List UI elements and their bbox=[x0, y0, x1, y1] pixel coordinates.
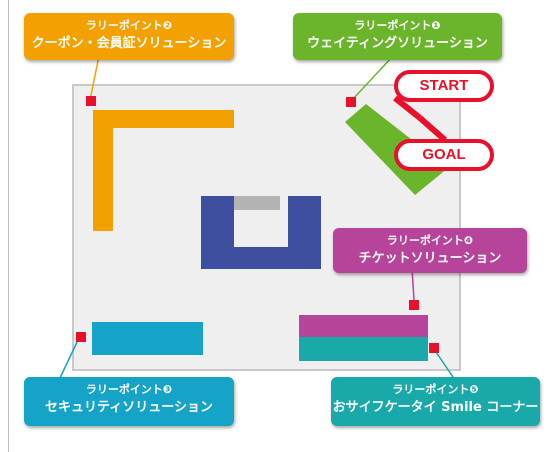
callout-line-p5 bbox=[435, 351, 456, 381]
callout-line-p1 bbox=[351, 55, 394, 101]
booth-teal bbox=[299, 337, 428, 361]
rally-point-3-label: ラリーポイント❸ セキュリティソリューション bbox=[24, 377, 234, 426]
rally-point-4-name: チケットソリューション bbox=[358, 251, 502, 266]
rally-point-2-title: ラリーポイント❷ bbox=[85, 19, 173, 32]
rally-point-5-name: おサイフケータイ Smile コーナー bbox=[332, 400, 539, 415]
rally-point-4-title: ラリーポイント❹ bbox=[386, 234, 474, 247]
rally-point-3-title: ラリーポイント❸ bbox=[85, 383, 173, 396]
rally-point-4-label: ラリーポイント❹ チケットソリューション bbox=[333, 228, 527, 273]
rally-marker-p5 bbox=[429, 343, 439, 353]
rally-marker-p4 bbox=[409, 300, 419, 310]
callout-line-p3 bbox=[59, 339, 79, 379]
start-label: START bbox=[394, 70, 494, 102]
rally-point-1-title: ラリーポイント❶ bbox=[354, 19, 441, 32]
booth-navy-bottom bbox=[201, 247, 321, 269]
rally-marker-p1 bbox=[346, 97, 356, 107]
callout-line-p4 bbox=[411, 267, 415, 301]
rally-point-2-label: ラリーポイント❷ クーポン・会員証ソリューション bbox=[24, 13, 234, 60]
booth-purple bbox=[299, 315, 428, 337]
booth-grey-counter bbox=[234, 196, 280, 210]
goal-connector bbox=[418, 115, 447, 143]
rally-marker-p2 bbox=[86, 96, 96, 106]
callout-line-p2 bbox=[89, 55, 100, 101]
goal-label: GOAL bbox=[394, 139, 494, 171]
booth-orange-horizontal bbox=[93, 110, 234, 128]
rally-point-2-name: クーポン・会員証ソリューション bbox=[31, 36, 227, 51]
booth-cyan bbox=[92, 322, 203, 355]
rally-point-1-name: ウェイティングソリューション bbox=[307, 36, 488, 51]
booth-orange-vertical bbox=[93, 110, 113, 231]
left-edge-line bbox=[8, 0, 9, 452]
rally-point-5-title: ラリーポイント❺ bbox=[392, 383, 479, 396]
rally-marker-p3 bbox=[76, 332, 86, 342]
rally-point-1-label: ラリーポイント❶ ウェイティングソリューション bbox=[293, 13, 502, 60]
start-connector bbox=[393, 95, 422, 121]
rally-point-5-label: ラリーポイント❺ おサイフケータイ Smile コーナー bbox=[331, 377, 540, 426]
rally-point-3-name: セキュリティソリューション bbox=[45, 400, 213, 415]
